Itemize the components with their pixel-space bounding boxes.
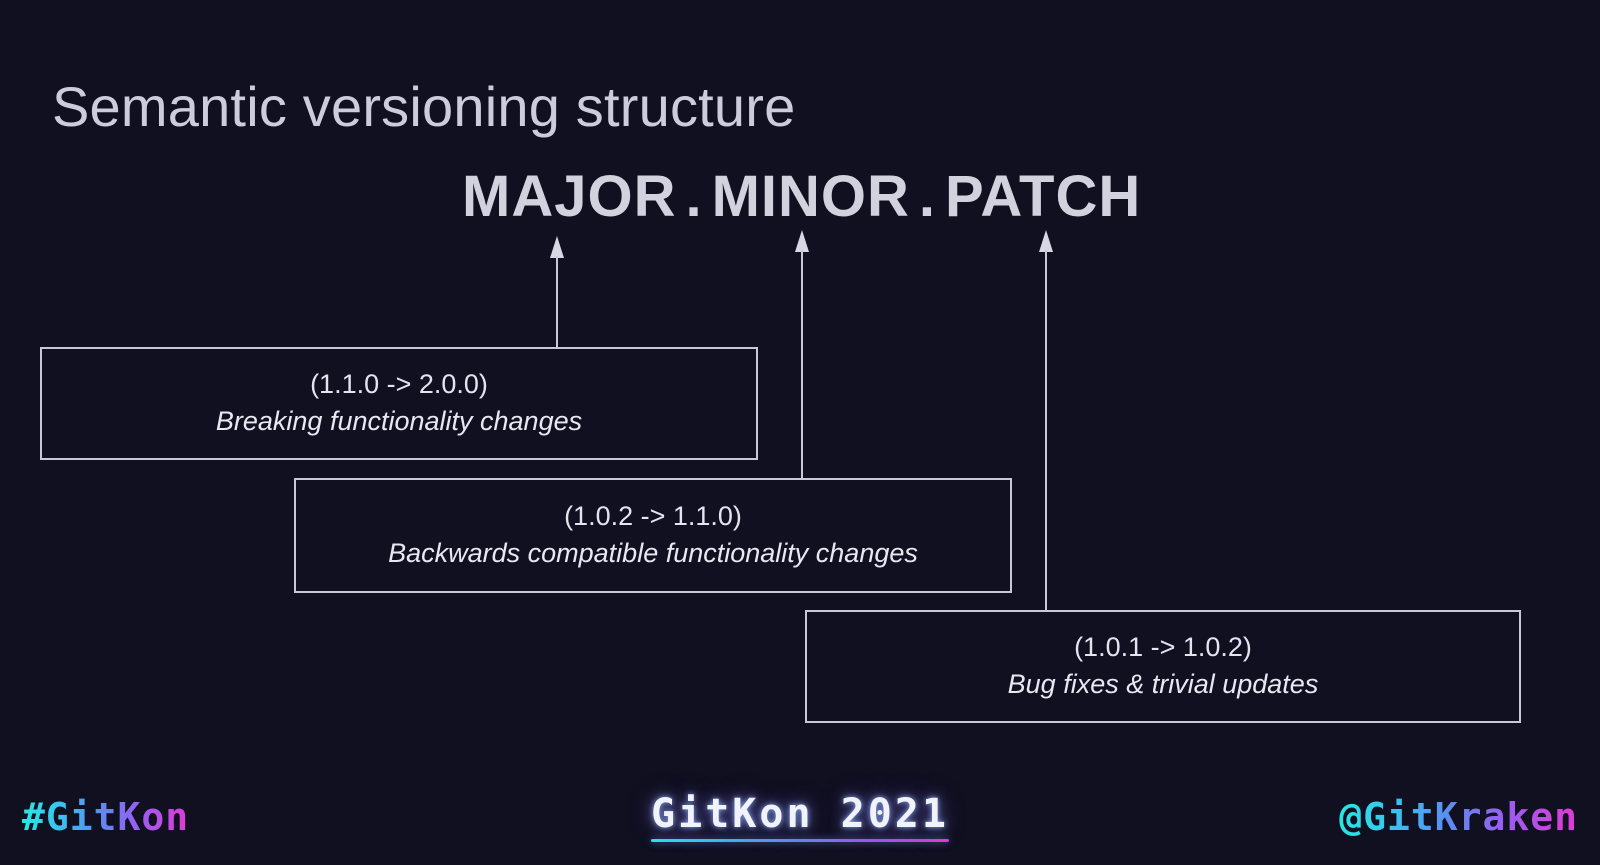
footer-underline-accent <box>651 839 949 842</box>
footer-event-branding: GitKon 2021 <box>0 791 1600 848</box>
version-separator-one: . <box>685 164 703 229</box>
arrowhead-minor <box>795 230 809 252</box>
footer-event-name-text: GitKon 2021 <box>651 791 949 837</box>
arrowhead-patch <box>1039 230 1053 252</box>
version-part-major: MAJOR <box>462 164 677 229</box>
arrow-shaft-major <box>556 256 558 348</box>
footer-hashtag: #GitKon <box>22 795 190 839</box>
version-separator-two: . <box>918 164 937 229</box>
page-title: Semantic versioning structure <box>52 74 796 138</box>
arrow-up-icon-minor <box>794 230 810 479</box>
callout-box-minor: (1.0.2 -> 1.1.0) Backwards compatible fu… <box>294 478 1012 593</box>
arrow-shaft-minor <box>801 250 803 479</box>
footer-event-name: GitKon 2021 <box>651 791 949 848</box>
callout-patch-range: (1.0.1 -> 1.0.2) <box>1074 631 1252 662</box>
arrow-shaft-patch <box>1045 250 1047 612</box>
callout-minor-description: Backwards compatible functionality chang… <box>388 538 918 569</box>
version-part-patch: PATCH <box>945 164 1142 229</box>
callout-patch-description: Bug fixes & trivial updates <box>1007 669 1319 700</box>
callout-major-range: (1.1.0 -> 2.0.0) <box>310 368 488 399</box>
callout-minor-range: (1.0.2 -> 1.1.0) <box>564 500 742 531</box>
callout-box-major: (1.1.0 -> 2.0.0) Breaking functionality … <box>40 347 758 460</box>
arrow-up-icon-major <box>549 236 565 348</box>
callout-box-patch: (1.0.1 -> 1.0.2) Bug fixes & trivial upd… <box>805 610 1521 723</box>
arrowhead-major <box>550 236 564 258</box>
version-formula: MAJOR.MINOR.PATCH <box>462 163 1141 230</box>
version-part-minor: MINOR <box>711 164 910 229</box>
callout-major-description: Breaking functionality changes <box>215 406 583 437</box>
footer-social-handle: @GitKraken <box>1339 795 1578 839</box>
arrow-up-icon-patch <box>1038 230 1054 612</box>
